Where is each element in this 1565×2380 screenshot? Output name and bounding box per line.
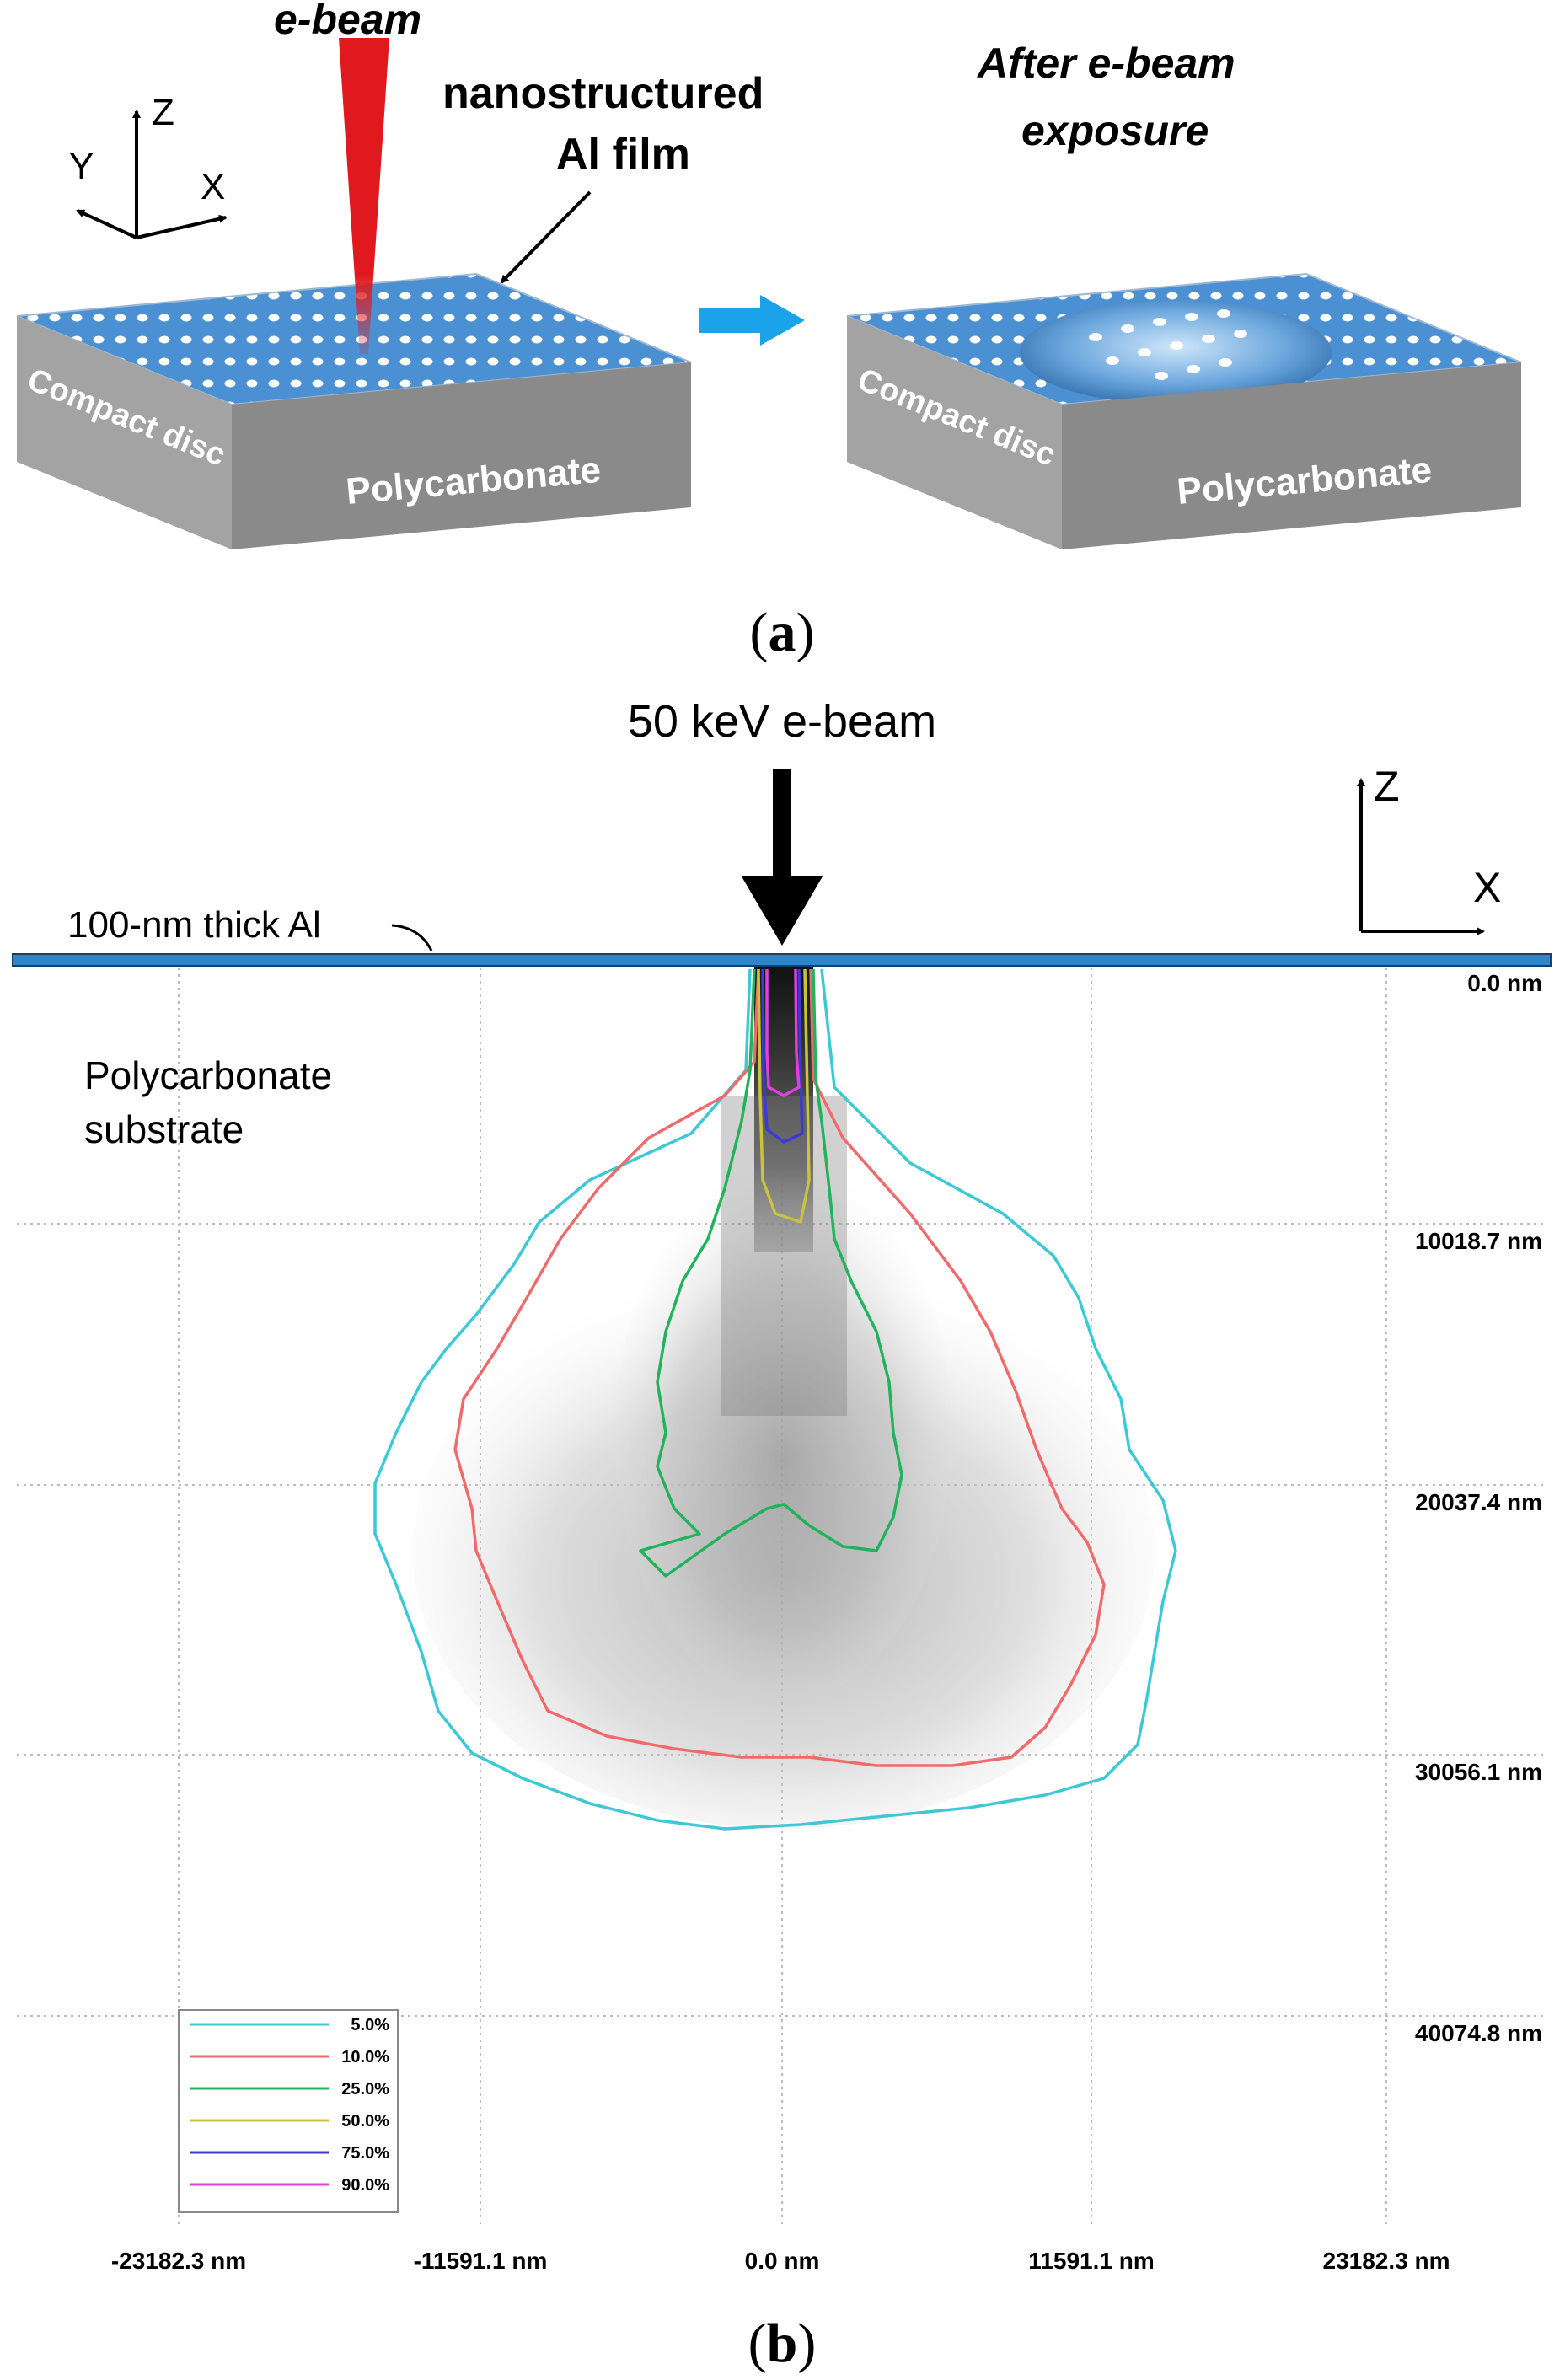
contour-25	[639, 968, 903, 1578]
y-tick-label: 10018.7 nm	[1415, 1228, 1542, 1254]
substrate-label-line1: Polycarbonate	[84, 1053, 332, 1097]
y-tick-labels: 0.0 nm 10018.7 nm 20037.4 nm 30056.1 nm …	[1415, 970, 1542, 2046]
film-pointer-arrow	[500, 190, 592, 284]
after-label-line1: After e-beam	[976, 40, 1235, 87]
x-tick-labels: -23182.3 nm -11591.1 nm 0.0 nm 11591.1 n…	[111, 2248, 1450, 2274]
film-label-line1: nanostructured	[442, 69, 764, 118]
cd-block-before: Compact disc Polycarbonate	[16, 272, 692, 549]
axis-y-label-a: Y	[69, 146, 94, 187]
legend-label: 25.0%	[341, 2080, 389, 2099]
x-tick-label: -11591.1 nm	[414, 2248, 548, 2274]
axes-triad-b	[1357, 778, 1485, 935]
contours	[373, 968, 1177, 1831]
axis-x-label-b: X	[1473, 864, 1501, 911]
contour-10	[453, 968, 1106, 1767]
y-tick-label: 0.0 nm	[1467, 970, 1542, 996]
after-label-line2: exposure	[1021, 107, 1209, 154]
caption-b: (b)	[748, 2313, 817, 2374]
x-tick-label: 0.0 nm	[745, 2248, 820, 2274]
contour-50	[757, 968, 811, 1224]
scattering-cloud	[413, 965, 1155, 1829]
film-label-line2: Al film	[556, 130, 690, 179]
legend-label: 5.0%	[351, 2016, 389, 2034]
x-tick-label: 23182.3 nm	[1323, 2248, 1450, 2274]
y-tick-label: 40074.8 nm	[1415, 2020, 1542, 2046]
contour-90	[765, 968, 801, 1097]
legend: 5.0% 10.0% 25.0% 50.0% 75.0% 90.0%	[178, 2009, 399, 2213]
transition-arrow	[699, 295, 805, 346]
y-tick-label: 30056.1 nm	[1415, 1759, 1542, 1785]
e-beam-label-a: e-beam	[274, 0, 421, 43]
x-tick-label: 11591.1 nm	[1028, 2248, 1154, 2274]
substrate-label-line2: substrate	[84, 1107, 244, 1151]
axis-z-label-b: Z	[1374, 763, 1400, 810]
panel-b: 100-nm thick Al 50 keV e-beam Z X Polyca…	[12, 696, 1552, 2374]
al-layer	[12, 953, 1552, 967]
exposure-crater	[1020, 300, 1332, 405]
panel-a: Z Y X Compact disc Polycarbonate e-beam …	[16, 0, 1522, 663]
y-tick-label: 20037.4 nm	[1415, 1489, 1542, 1515]
legend-label: 75.0%	[341, 2144, 389, 2163]
caption-a: (a)	[750, 602, 815, 663]
beam-arrow-b	[742, 769, 823, 946]
axis-x-label-a: X	[201, 166, 225, 207]
caption-a-letter: a	[769, 602, 796, 663]
crater-dots	[1089, 309, 1247, 380]
axes-triad-a	[76, 110, 228, 239]
contour-75	[761, 968, 804, 1144]
contour-5	[373, 968, 1177, 1831]
axis-z-label-a: Z	[152, 92, 174, 133]
caption-b-letter: b	[767, 2313, 798, 2374]
legend-label: 10.0%	[341, 2048, 389, 2066]
e-beam-cone	[339, 38, 389, 354]
cd-block-after: Compact disc Polycarbonate	[846, 272, 1522, 549]
al-layer-pointer	[391, 924, 433, 951]
x-tick-label: -23182.3 nm	[111, 2248, 246, 2274]
al-layer-label: 100-nm thick Al	[67, 904, 321, 946]
beam-label-b: 50 keV e-beam	[628, 696, 936, 747]
legend-label: 90.0%	[341, 2176, 389, 2195]
legend-label: 50.0%	[341, 2112, 389, 2131]
